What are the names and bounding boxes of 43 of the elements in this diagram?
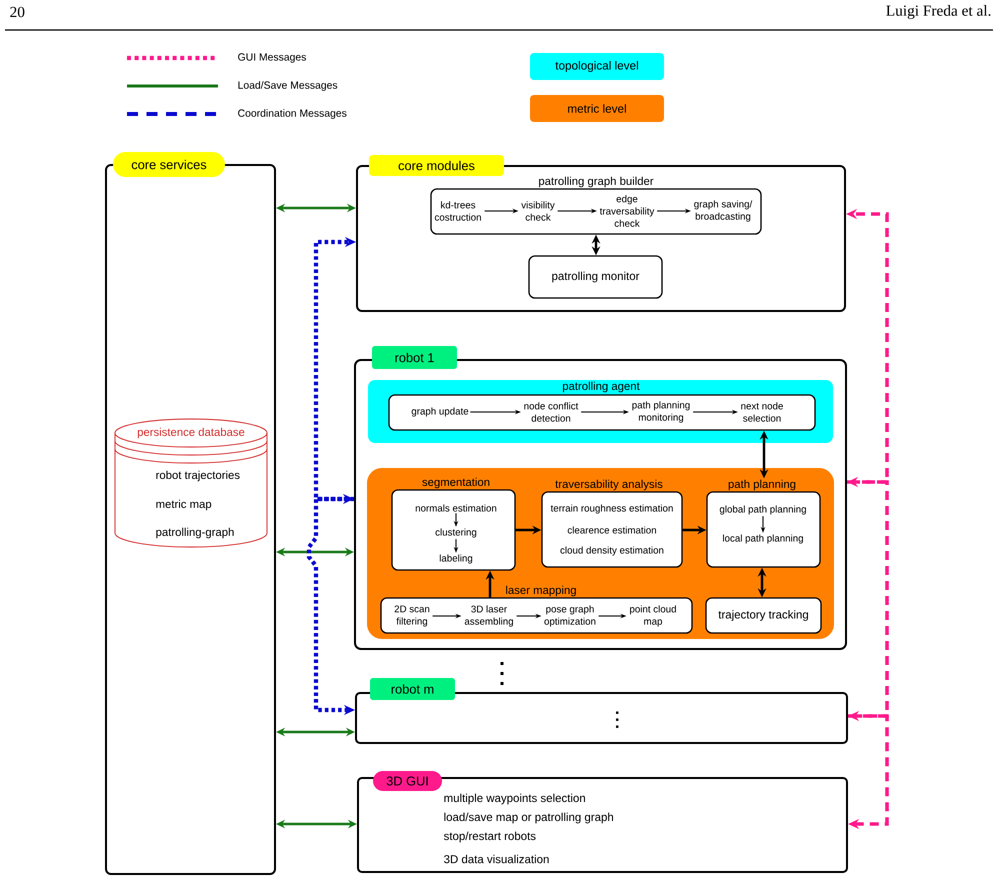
page-number: 20 bbox=[10, 6, 24, 18]
step-label: next node selection bbox=[741, 402, 783, 422]
node-label: stop/restart robots bbox=[444, 832, 536, 842]
legend-box: topological level bbox=[530, 53, 664, 80]
process-box: terrain roughness estimation clearence estimation cloud density estimation bbox=[541, 491, 683, 568]
step-label: point cloud map bbox=[630, 605, 676, 627]
legend-text: Load/Save Messages bbox=[238, 81, 338, 91]
database-cylinder: persistence database robot trajectories metric map patrolling-graph bbox=[114, 418, 268, 548]
box-heading: path planning bbox=[728, 480, 796, 490]
node-label: load/save map or patrolling graph bbox=[444, 812, 614, 824]
step-label: graph saving/ broadcasting bbox=[694, 200, 752, 222]
tab-label: core services bbox=[113, 152, 225, 177]
box-heading: segmentation bbox=[422, 478, 490, 488]
tab-label: core modules bbox=[369, 155, 504, 176]
step-label: labeling bbox=[440, 554, 472, 564]
box-heading: laser mapping bbox=[506, 586, 576, 596]
box-heading: patrolling graph builder bbox=[539, 176, 654, 188]
step-label: edge traversability check bbox=[600, 195, 654, 227]
step-label: visibility check bbox=[521, 201, 555, 221]
running-head: Luigi Freda et al. bbox=[886, 5, 990, 19]
step-label: pose graph optimization bbox=[544, 605, 596, 627]
step-label: node conflict detection bbox=[524, 402, 578, 422]
tab-label: robot m bbox=[370, 678, 455, 700]
box-heading: patrolling agent bbox=[563, 382, 640, 392]
process-box: trajectory tracking bbox=[705, 597, 822, 634]
tab-label: 3D GUI bbox=[373, 771, 442, 791]
step-label: 3D laser assembling bbox=[464, 605, 513, 627]
step-label: path planning monitoring bbox=[632, 401, 690, 423]
box-heading: traversability analysis bbox=[555, 480, 662, 490]
step-label: normals estimation bbox=[416, 504, 496, 512]
step-label: local path planning bbox=[723, 534, 803, 544]
step-label: 2D scan filtering bbox=[394, 605, 430, 627]
legend-text: GUI Messages bbox=[238, 53, 306, 63]
step-label: global path planning bbox=[720, 505, 806, 515]
node-label: 3D data visualization bbox=[444, 854, 549, 864]
legend-box: metric level bbox=[530, 95, 664, 122]
step-label: clustering bbox=[436, 528, 476, 538]
tab-label: robot 1 bbox=[372, 346, 457, 369]
step-label: graph update bbox=[412, 407, 468, 417]
node-label: multiple waypoints selection bbox=[444, 794, 585, 804]
step-label: kd-trees costruction bbox=[434, 201, 481, 221]
legend-text: Coordination Messages bbox=[238, 109, 346, 119]
process-box: patrolling monitor bbox=[528, 255, 663, 299]
